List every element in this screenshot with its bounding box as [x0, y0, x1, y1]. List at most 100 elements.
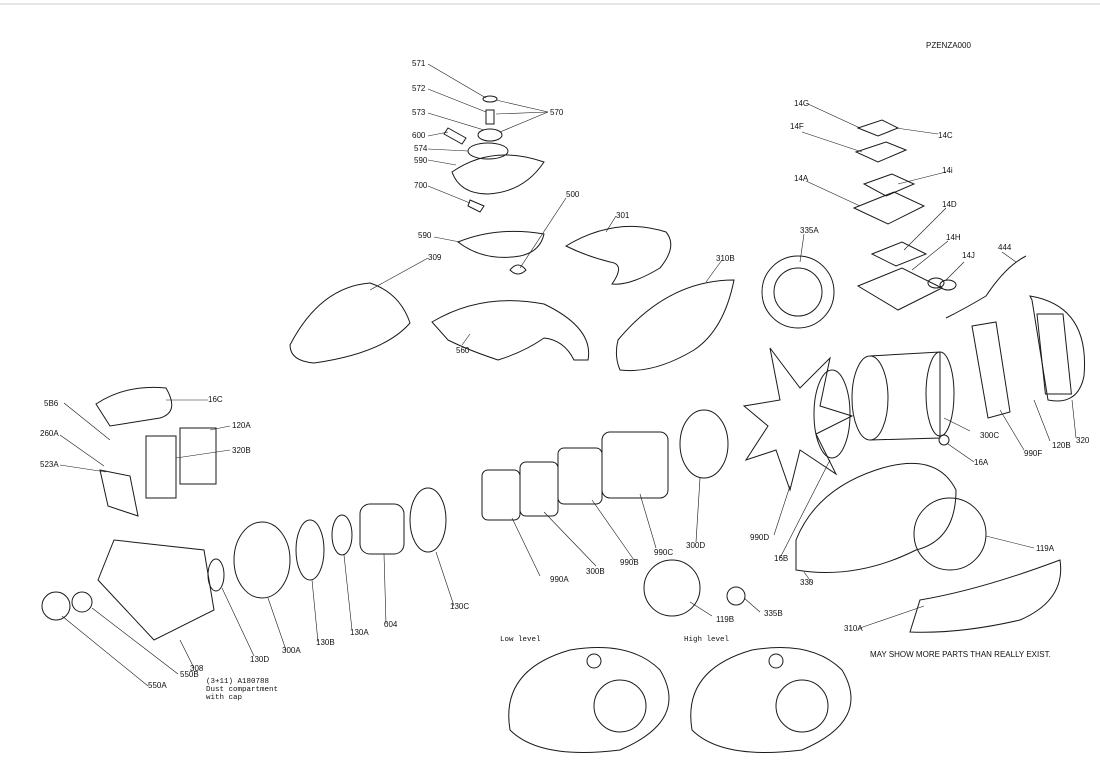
part-label: 14A [794, 174, 809, 183]
wire-444 [945, 255, 1027, 319]
part-label: 300C [980, 431, 1000, 440]
part-label: 5B6 [44, 399, 59, 408]
part-label: 308 [190, 664, 204, 673]
wheel-119B [643, 559, 701, 617]
part-label: 16B [774, 554, 789, 563]
part-label: 260A [40, 429, 59, 438]
part-label: 14i [942, 166, 953, 175]
filter-120B [1036, 313, 1072, 395]
drawing-code: PZENZA000 [926, 41, 971, 50]
part-130D [207, 558, 225, 592]
part-label: 590 [418, 231, 432, 240]
part-label: 335B [764, 609, 783, 618]
part-label: 990C [654, 548, 674, 557]
part-label: 550B [180, 670, 199, 679]
gasket-16C [95, 386, 173, 427]
part-label: 523A [40, 460, 59, 469]
electronics-14-group [852, 119, 957, 311]
ring-130B [295, 519, 325, 581]
part-label: 550A [148, 681, 167, 690]
part-550A [41, 591, 71, 621]
view-label-low: Low level [500, 636, 541, 644]
part-label: 310A [844, 624, 863, 633]
part-label: 119B [716, 615, 735, 624]
part-label: 309 [428, 253, 442, 262]
part-label: 500 [566, 190, 580, 199]
part-label: 300A [282, 646, 301, 655]
part-label: 572 [412, 84, 426, 93]
top-stack-parts [443, 95, 545, 213]
cap-335B [726, 586, 746, 606]
grid-320B [145, 435, 177, 499]
part-label: 570 [550, 108, 564, 117]
part-label: 573 [412, 108, 426, 117]
body-330 [795, 462, 957, 573]
part-label: 130B [316, 638, 335, 647]
filter-120A [179, 427, 217, 485]
part-523A [99, 469, 139, 517]
part-label: 300B [586, 567, 605, 576]
part-label: 14J [962, 251, 975, 260]
part-label: 301 [616, 211, 630, 220]
part-label: 14D [942, 200, 957, 209]
cage-300C [851, 351, 955, 441]
part-label: 130C [450, 602, 470, 611]
filter-990F [971, 321, 1011, 419]
part-label: 004 [384, 620, 398, 629]
wheel-119A [913, 497, 987, 571]
frame-320 [1029, 295, 1086, 402]
part-label: 444 [998, 243, 1012, 252]
part-label: 16A [974, 458, 989, 467]
part-label: 14F [790, 122, 804, 131]
disclaimer-note: MAY SHOW MORE PARTS THAN REALLY EXIST. [870, 650, 1051, 659]
part-550B [71, 591, 93, 613]
flange-300A [233, 521, 291, 599]
motor-004 [359, 503, 405, 555]
part-label: 130A [350, 628, 369, 637]
part-label: 120A [232, 421, 251, 430]
part-label: 335A [800, 226, 819, 235]
leader-lines [59, 63, 1077, 687]
part-label: 320B [232, 446, 251, 455]
part-label: 600 [412, 131, 426, 140]
part-label: 130D [250, 655, 270, 664]
bumper-310A [909, 559, 1062, 633]
view-label-high: High level [684, 636, 730, 644]
part-label: 14C [938, 131, 953, 140]
chassis-560 [431, 300, 590, 361]
part-label: 330 [800, 578, 814, 587]
ring-130A [331, 514, 353, 556]
part-label: 14G [794, 99, 810, 108]
gasket [813, 369, 851, 459]
part-label: 990A [550, 575, 569, 584]
dust-note-line-3: with cap [206, 694, 243, 702]
part-label: 990F [1024, 449, 1043, 458]
part-label: 310B [716, 254, 735, 263]
part-label: 119A [1036, 544, 1055, 553]
cover-309 [289, 282, 411, 364]
part-label: 120B [1052, 441, 1071, 450]
part-label: 16C [208, 395, 223, 404]
dust-note-line-1: (3+11) A180788 [206, 678, 270, 686]
part-label: 574 [414, 144, 428, 153]
part-label: 300D [686, 541, 706, 550]
side-panel-310B [615, 279, 735, 372]
part-label: 320 [1076, 436, 1090, 445]
part-label: 590 [414, 156, 428, 165]
motor-filter-stack [481, 409, 729, 521]
dust-note-line-2: Dust compartment [206, 686, 279, 694]
view-high-level [690, 647, 852, 753]
part-label: 571 [412, 59, 426, 68]
cover-130C [409, 487, 447, 553]
housing-335A [761, 255, 835, 329]
dust-compartment-308 [97, 539, 215, 641]
part-label: 560 [456, 346, 470, 355]
foam-990D [742, 347, 854, 492]
view-low-level [508, 647, 670, 753]
part-label: 14H [946, 233, 961, 242]
cover-590 [456, 230, 545, 258]
part-label: 990B [620, 558, 639, 567]
part-label: 990D [750, 533, 770, 542]
